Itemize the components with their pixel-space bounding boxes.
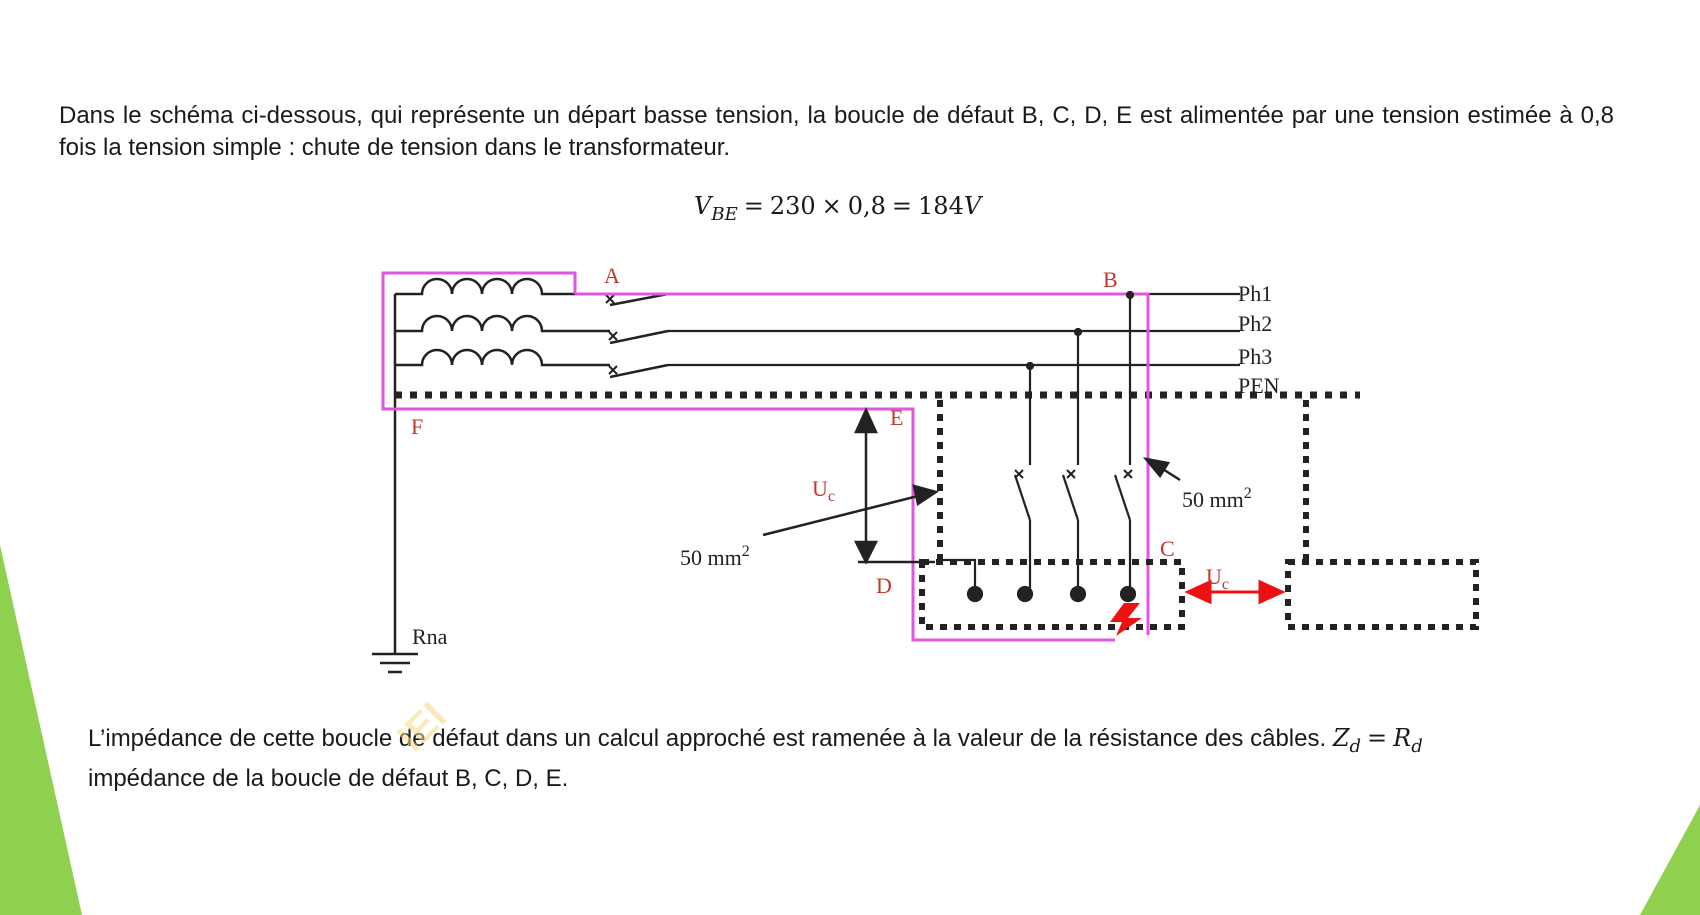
- fault-loop-trace-b: [575, 292, 1150, 635]
- phase-lines: [668, 292, 1240, 367]
- impedance-lhs-var: Z: [1332, 724, 1350, 752]
- intro-paragraph: Dans le schéma ci-dessous, qui représent…: [59, 102, 1614, 161]
- impedance-paragraph: L’impédance de cette boucle de défaut da…: [88, 722, 1598, 795]
- formula-b: 0,8: [847, 192, 886, 220]
- impedance-lhs-sub: d: [1349, 736, 1362, 757]
- impedance-text: L’impédance de cette boucle de défaut da…: [88, 725, 1327, 752]
- label-rna: Rna: [412, 624, 448, 649]
- impedance-rhs-sub: d: [1411, 736, 1423, 757]
- label-pen: PEN: [1238, 373, 1280, 398]
- label-F: F: [411, 414, 423, 439]
- impedance-eq: =: [1367, 724, 1388, 752]
- formula-lhs-var: V: [694, 192, 712, 220]
- impedance-formula: Zd=Rd: [1332, 724, 1423, 757]
- decor-right-triangle: [1640, 805, 1700, 915]
- label-uc-left: Uc: [812, 476, 835, 505]
- label-section-left: 50 mm2: [680, 543, 750, 570]
- formula-unit: V: [963, 192, 982, 220]
- enclosure-receiver: [919, 559, 1185, 630]
- earth-symbol: [372, 652, 418, 674]
- voltage-formula: VBE=230×0,8=184V: [694, 192, 981, 225]
- label-ph2: Ph2: [1238, 311, 1272, 336]
- formula-result: 184: [918, 192, 964, 220]
- uc-measure-left: [853, 406, 935, 565]
- transformer-coils: [393, 277, 560, 654]
- uc-arrow-right: [1184, 579, 1286, 605]
- label-B: B: [1103, 267, 1118, 292]
- formula-a: 230: [769, 192, 816, 220]
- enclosure-remote: [1285, 559, 1479, 630]
- fault-loop-trace: [381, 271, 1115, 642]
- fault-lightning-icon: [1110, 603, 1142, 636]
- impedance-tail: impédance de la boucle de défaut B, C, D…: [88, 765, 569, 792]
- label-A: A: [604, 263, 620, 288]
- formula-times: ×: [821, 192, 842, 220]
- formula-eq2: =: [891, 192, 913, 220]
- cable-pointers: [762, 457, 1181, 537]
- impedance-rhs-var: R: [1393, 724, 1412, 752]
- decor-left-triangle: [0, 545, 82, 915]
- label-E: E: [890, 405, 903, 430]
- enclosures: [919, 400, 1479, 630]
- formula-lhs-sub: BE: [711, 204, 738, 225]
- receiver-feeders: [938, 290, 1137, 603]
- label-ph3: Ph3: [1238, 344, 1272, 369]
- main-breakers: [560, 292, 669, 379]
- label-uc-right: Uc: [1206, 564, 1229, 593]
- formula-eq1: =: [743, 192, 764, 220]
- label-section-right: 50 mm2: [1182, 485, 1252, 512]
- label-D: D: [876, 573, 892, 598]
- label-ph1: Ph1: [1238, 281, 1272, 306]
- label-C: C: [1160, 536, 1175, 561]
